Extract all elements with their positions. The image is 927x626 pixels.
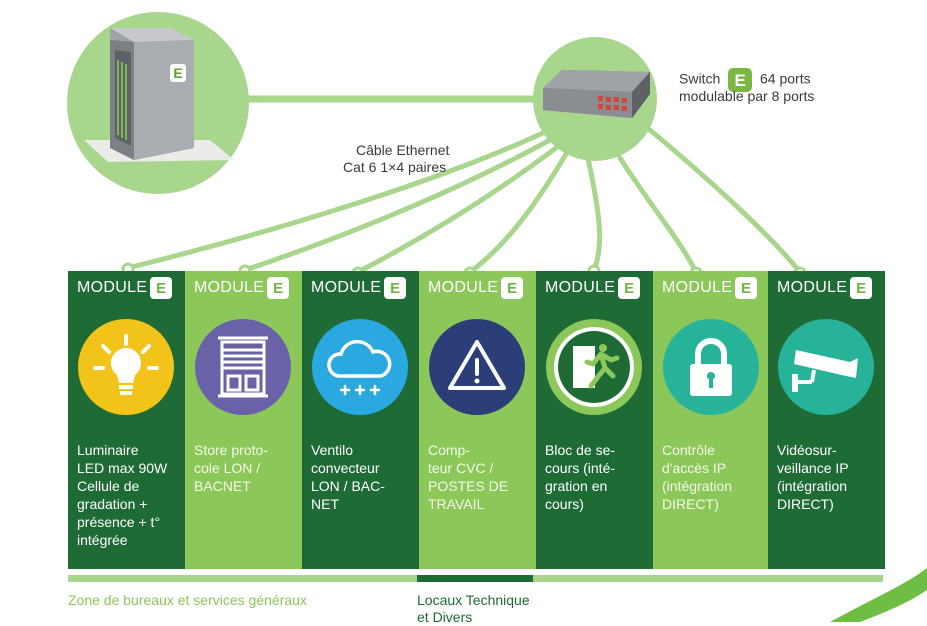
switch-label-line2: modulable par 8 ports xyxy=(679,88,815,104)
module-logo: E xyxy=(150,277,173,299)
ethernet-cables xyxy=(125,127,803,275)
zone-label-technical-line1: Locaux Technique xyxy=(417,592,530,608)
zone-bar-technical xyxy=(417,575,533,582)
module-logo: E xyxy=(850,277,873,299)
svg-text:E: E xyxy=(173,65,182,81)
padlock-icon xyxy=(663,319,759,415)
cctv-camera-icon xyxy=(778,319,874,415)
switch-label-suffix: 64 ports xyxy=(760,70,811,87)
decorative-swoosh xyxy=(830,568,927,622)
cable-label-line1: Câble Ethernet xyxy=(356,142,450,158)
switch-logo-badge: E xyxy=(728,68,753,92)
zone-label-offices: Zone de bureaux et services généraux xyxy=(68,592,307,608)
network-switch-icon xyxy=(543,70,650,118)
module-logo: E xyxy=(267,277,290,299)
server-rack-icon: E xyxy=(84,28,234,162)
module-logo: E xyxy=(501,277,524,299)
emergency-exit-icon xyxy=(546,319,642,415)
module-logo: E xyxy=(384,277,407,299)
module-logo: E xyxy=(618,277,641,299)
zone-bar-offices-2 xyxy=(533,575,883,582)
cloud-snow-icon xyxy=(312,319,408,415)
switch-label-prefix: Switch xyxy=(679,70,721,87)
lightbulb-icon xyxy=(78,319,174,415)
module-logo: E xyxy=(735,277,758,299)
switch-label: Switch E 64 ports xyxy=(679,68,811,92)
zone-bar-offices xyxy=(68,575,417,582)
cable-label-line2: Cat 6 1×4 paires xyxy=(343,159,447,175)
module-description: Store proto-cole LON /BACNET xyxy=(194,442,268,494)
window-blind-icon xyxy=(195,319,291,415)
zone-label-technical-line2: et Divers xyxy=(417,609,473,625)
warning-icon xyxy=(429,319,525,415)
